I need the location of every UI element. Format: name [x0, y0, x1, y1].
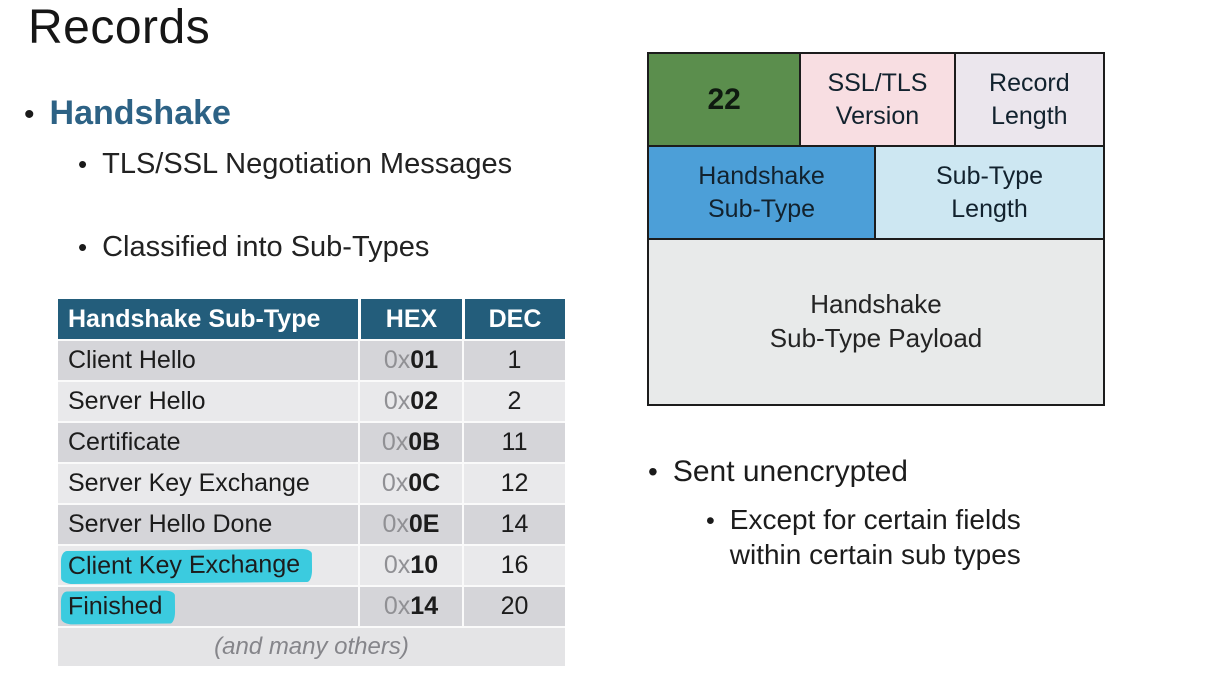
hex-prefix: 0x [382, 510, 409, 538]
cell-dec: 20 [462, 587, 565, 626]
label-line: SSL/TLS [827, 69, 928, 97]
label-line: Version [835, 101, 920, 130]
bullet-icon: • [24, 98, 35, 131]
label-line: Sub-Type [708, 194, 816, 223]
hex-prefix: 0x [383, 387, 411, 415]
hex-prefix: 0x [381, 469, 409, 497]
hex-prefix: 0x [383, 551, 411, 579]
hex-prefix: 0x [383, 346, 411, 374]
cell-name: Client Hello [68, 346, 196, 374]
record-length-box: Record Length [955, 54, 1103, 145]
header-subtype: Handshake Sub-Type [68, 304, 321, 333]
ssl-tls-version-box: SSL/TLS Version [801, 54, 954, 145]
hex-value: 0C [408, 469, 441, 497]
record-structure-diagram: 22 SSL/TLS Version Record Length Handsha… [647, 52, 1105, 406]
label-line: Length [991, 101, 1068, 130]
hex-value: 14 [410, 592, 439, 620]
bullet-subtypes: • Classified into Sub-Types [78, 231, 429, 264]
cell-dec: 12 [462, 464, 565, 503]
label-line: Record [989, 69, 1070, 97]
label-line: Handshake [698, 162, 825, 190]
cell-name: Client Key Exchange [58, 548, 358, 585]
subtype-length-box: Sub-Type Length [876, 147, 1103, 238]
cell-dec: 2 [462, 382, 565, 421]
handshake-subtype-box: Handshake Sub-Type [649, 147, 875, 238]
label-line: Handshake [810, 289, 942, 320]
bullet-negotiation: • TLS/SSL Negotiation Messages [78, 148, 512, 181]
cyan-highlight-marker: Finished [60, 590, 175, 625]
record-type-box: 22 [649, 54, 800, 145]
handshake-heading: Handshake [49, 94, 231, 132]
label-line: Length [951, 194, 1028, 223]
cyan-highlight-marker: Client Key Exchange [60, 548, 313, 585]
cell-name: Server Hello [68, 387, 206, 415]
hex-value: 02 [410, 387, 439, 415]
bullet-sent-unencrypted: • Sent unencrypted [648, 455, 908, 489]
hex-value: 10 [410, 551, 439, 579]
bullet-icon: • [78, 149, 88, 179]
table-header-row: Handshake Sub-Type HEX DEC [58, 299, 565, 339]
cell-dec: 14 [462, 505, 565, 544]
sent-unencrypted-text: Sent unencrypted [672, 455, 908, 488]
cell-dec: 11 [462, 423, 565, 462]
hex-value: 01 [410, 346, 439, 374]
hex-prefix: 0x [381, 428, 409, 456]
negotiation-text: TLS/SSL Negotiation Messages [102, 148, 513, 180]
bullet-icon: • [78, 232, 88, 262]
bullet-icon: • [706, 507, 715, 535]
subtype-table: Handshake Sub-Type HEX DEC Client Hello … [58, 299, 565, 666]
note-line: Except for certain fields [729, 504, 1021, 535]
cell-dec: 16 [462, 546, 565, 585]
table-footer: (and many others) [58, 626, 565, 666]
except-fields-text: Except for certain fields within certain… [730, 502, 1021, 572]
diagram-row-record-header: 22 SSL/TLS Version Record Length [649, 54, 1103, 145]
hex-prefix: 0x [383, 592, 411, 620]
cell-name: Finished [58, 590, 358, 625]
cell-name: Server Key Exchange [68, 469, 310, 497]
cell-name: Server Hello Done [68, 510, 273, 538]
diagram-row-payload: Handshake Sub-Type Payload [649, 240, 1103, 404]
bullet-handshake: • Handshake [24, 94, 231, 133]
label-line: Sub-Type [936, 162, 1044, 190]
label-line: Sub-Type Payload [769, 323, 983, 353]
page-title: Records [28, 1, 211, 54]
subtypes-text: Classified into Sub-Types [102, 231, 430, 263]
diagram-row-handshake-header: Handshake Sub-Type Sub-Type Length [649, 147, 1103, 238]
cell-name: Certificate [68, 428, 181, 456]
hex-value: 0E [408, 510, 440, 538]
cell-dec: 1 [462, 341, 565, 380]
header-dec: DEC [462, 299, 565, 339]
subtype-payload-box: Handshake Sub-Type Payload [649, 240, 1103, 404]
bullet-icon: • [648, 456, 658, 487]
hex-value: 0B [408, 428, 441, 456]
header-hex: HEX [358, 299, 462, 339]
bullet-except-fields: • Except for certain fields within certa… [706, 502, 1021, 572]
note-line: within certain sub types [729, 539, 1021, 570]
